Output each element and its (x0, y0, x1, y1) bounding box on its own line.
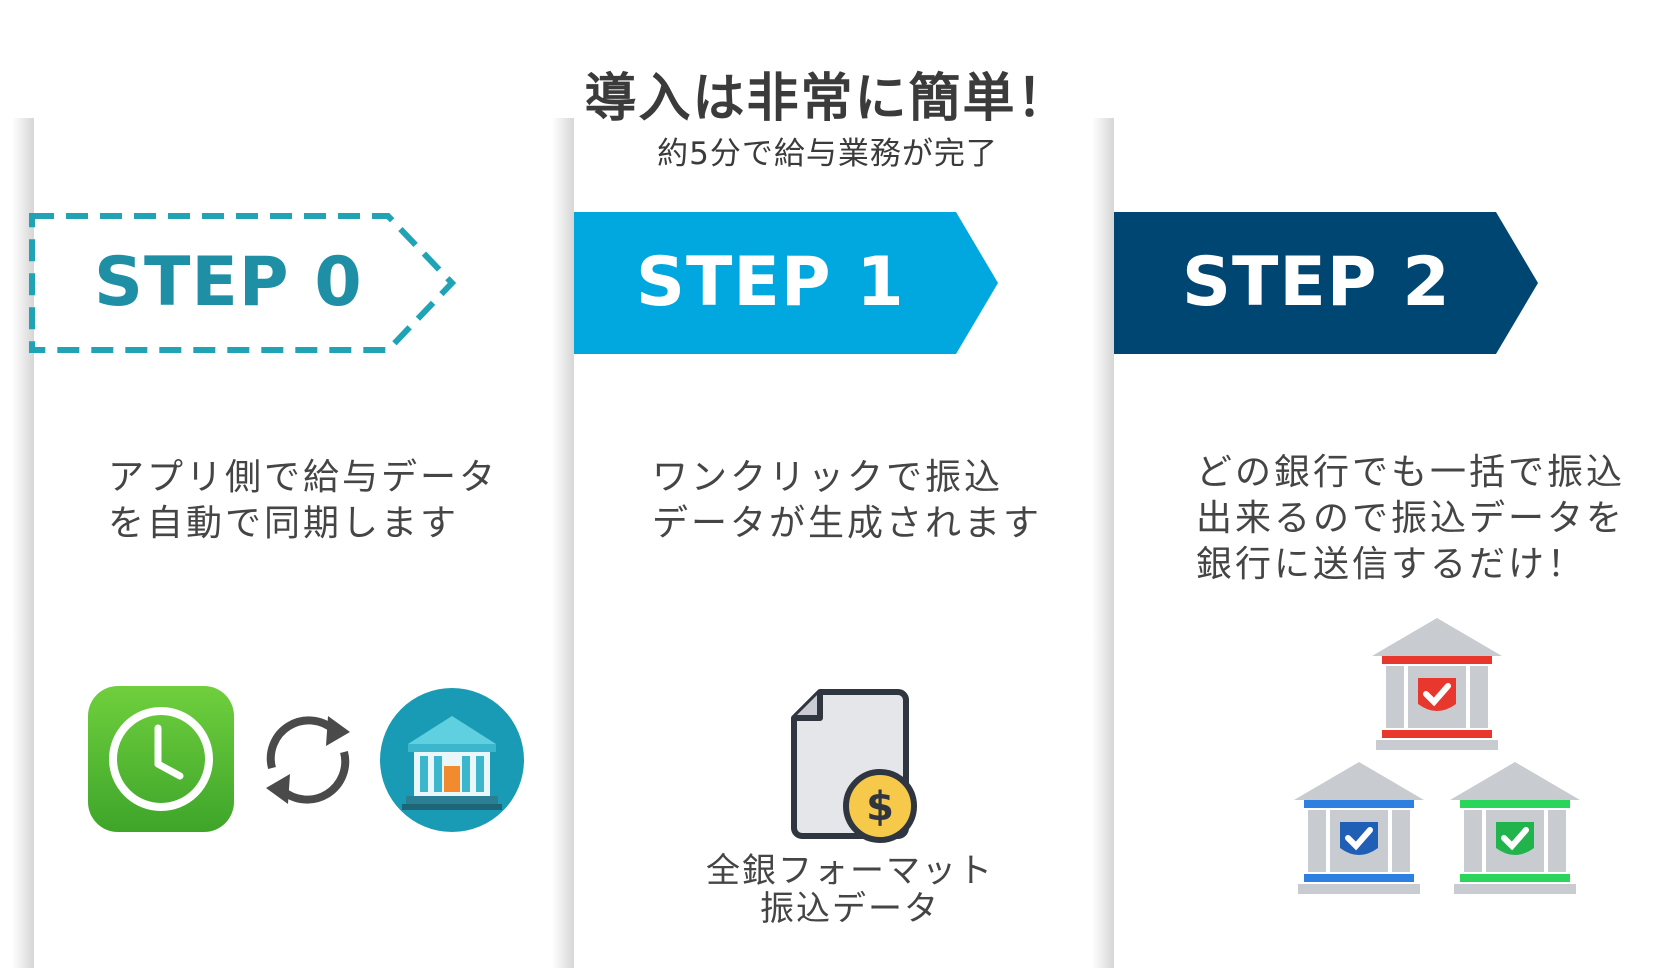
step-2-line-3: 銀行に送信するだけ！ (1196, 544, 1587, 585)
step-1-description: ワンクリックで振込 データが生成されます (652, 455, 1042, 547)
caption-line-2: 振込データ (760, 889, 940, 929)
step-1-arrow-shape (574, 212, 998, 354)
bank-app-icon (378, 686, 526, 838)
step-2-arrow-shape (1114, 212, 1538, 354)
sync-icon (250, 700, 366, 824)
step-1-line-1: ワンクリックで振込 (652, 457, 1004, 498)
step-1-label: STEP 1 (636, 243, 905, 322)
step-0-arrow-shape (29, 213, 457, 353)
step-2-label: STEP 2 (1182, 243, 1451, 322)
bank-green-icon (1446, 758, 1584, 904)
document-dollar-icon: $ (790, 688, 918, 852)
step-0-description: アプリ側で給与データ を自動で同期します (108, 455, 498, 547)
step-0-banner: STEP 0 (28, 212, 460, 354)
svg-text:$: $ (866, 784, 894, 830)
bank-red-icon (1368, 614, 1506, 760)
page-subtitle: 約5分で給与業務が完了 (657, 136, 998, 172)
caption-line-1: 全銀フォーマット (706, 851, 994, 891)
step-2-line-1: どの銀行でも一括で振込 (1196, 452, 1626, 493)
document-caption: 全銀フォーマット 振込データ (690, 852, 1010, 928)
step-1-banner: STEP 1 (574, 212, 998, 354)
step-0-label: STEP 0 (94, 243, 363, 322)
clock-app-icon (88, 686, 234, 836)
step-2-banner: STEP 2 (1114, 212, 1538, 354)
step-2-line-2: 出来るので振込データを (1196, 498, 1626, 539)
page-title: 導入は非常に簡単！ (584, 69, 1071, 129)
bank-blue-icon (1290, 758, 1428, 904)
step-0-line-1: アプリ側で給与データ (108, 457, 499, 498)
step-0-line-2: を自動で同期します (108, 503, 460, 544)
step-2-description: どの銀行でも一括で振込 出来るので振込データを 銀行に送信するだけ！ (1196, 450, 1625, 588)
step-1-line-2: データが生成されます (652, 503, 1043, 544)
